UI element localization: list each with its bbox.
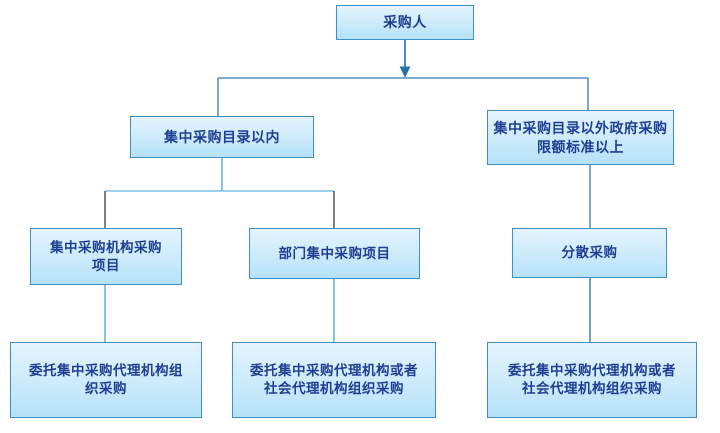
- node-outside-catalog-above-threshold[interactable]: 集中采购目录以外政府采购 限额标准以上: [487, 110, 674, 165]
- node-label: 委托集中采购代理机构组 织采购: [29, 363, 183, 396]
- node-decentralized-procurement[interactable]: 分散采购: [512, 228, 667, 278]
- node-entrust-centralized-agency[interactable]: 委托集中采购代理机构组 织采购: [10, 342, 202, 418]
- node-label: 采购人: [383, 14, 427, 31]
- node-label: 集中采购目录以外政府采购 限额标准以上: [493, 120, 668, 155]
- node-entrust-centralized-or-social-agency-mid[interactable]: 委托集中采购代理机构或者 社会代理机构组织采购: [232, 342, 436, 418]
- node-label: 集中采购机构采购 项目: [50, 239, 162, 273]
- node-label: 委托集中采购代理机构或者 社会代理机构组织采购: [508, 363, 676, 396]
- node-label: 委托集中采购代理机构或者 社会代理机构组织采购: [250, 363, 418, 396]
- node-label: 集中采购目录以内: [164, 128, 280, 145]
- node-departmental-centralized-project[interactable]: 部门集中采购项目: [249, 228, 420, 279]
- node-centralized-agency-project[interactable]: 集中采购机构采购 项目: [30, 228, 182, 285]
- node-purchaser[interactable]: 采购人: [336, 5, 474, 40]
- node-label: 部门集中采购项目: [278, 245, 391, 261]
- node-entrust-centralized-or-social-agency-right[interactable]: 委托集中采购代理机构或者 社会代理机构组织采购: [487, 342, 697, 418]
- node-label: 分散采购: [561, 245, 618, 261]
- node-within-centralized-catalog[interactable]: 集中采购目录以内: [130, 116, 314, 158]
